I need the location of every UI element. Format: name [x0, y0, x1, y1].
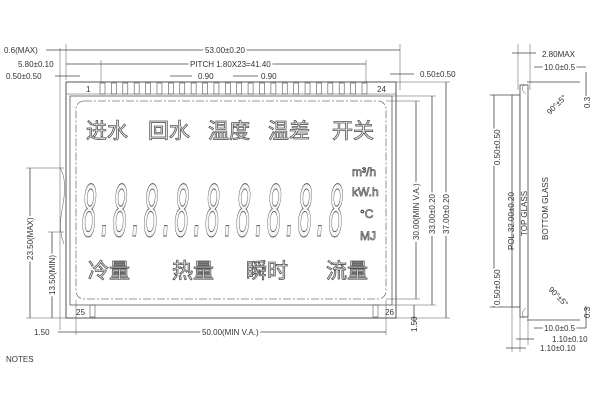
side-top-angle: 90°±5° [545, 93, 568, 116]
dim-1350-min: 13.50(MIN) [48, 255, 57, 295]
connector-pin [156, 82, 163, 95]
dim-53: 53.00±0.20 [205, 46, 246, 55]
connector-pin [350, 82, 356, 95]
pin-25-label: 25 [76, 308, 85, 317]
side-top-03: 0.3 [583, 96, 592, 108]
dim-06-max: 0.6(MAX) [4, 46, 38, 55]
side-top-050: 0.50±0.50 [493, 129, 502, 165]
seg-flow: 流量 [326, 260, 368, 283]
connector-pin [259, 82, 265, 95]
connector-pin [111, 82, 117, 95]
bottom-dimensions: 1.50 50.00(MIN V.A.) 1.50 [34, 300, 419, 339]
notes-label: NOTES [6, 355, 34, 364]
dim-50-va: 50.00(MIN V.A.) [202, 328, 259, 337]
side-top-glass: TOP GLASS [520, 191, 529, 236]
connector-pin [293, 82, 299, 95]
connector-pin [202, 82, 208, 95]
pin-24-label: 24 [377, 85, 386, 94]
top-dimensions: 0.6(MAX) 53.00±0.20 5.80±0.10 PITCH 1.80… [4, 44, 456, 330]
connector-pin [236, 82, 242, 95]
connector-pin [316, 82, 322, 95]
connector-pin [145, 82, 151, 95]
unit-kwh: kW.h [352, 185, 379, 199]
dim-30-va: 30.00(MIN V.A.) [412, 183, 421, 240]
side-glass-110-a: 1.10±0.10 [552, 335, 588, 344]
connector-pin [179, 82, 186, 95]
connector-pin [213, 82, 220, 95]
dim-33: 33.00±0.20 [428, 193, 437, 234]
connector-pin [122, 82, 129, 95]
segment-area: 进水 回水 温度 温差 开关 8.8.8.8.8.8.8.8.8 m³/h kW… [82, 120, 380, 284]
side-bottom-03: 0.3 [583, 306, 592, 318]
seg-temperature: 温度 [208, 120, 250, 143]
connector-pin [247, 82, 254, 95]
dim-580: 5.80±0.10 [18, 60, 54, 69]
side-glass-110-b: 1.10±0.10 [540, 344, 576, 353]
connector-pin [270, 82, 277, 95]
dim-090-b: 0.90 [261, 72, 277, 81]
seg-instant: 瞬时 [246, 260, 288, 283]
connector-pin [168, 82, 174, 95]
side-bottom-050: 0.50±0.50 [493, 269, 502, 305]
pin-row [99, 82, 368, 95]
seg-heat: 热量 [172, 260, 214, 283]
side-thickness: 2.80MAX [542, 50, 576, 59]
lcd-body: 1 24 25 26 [59, 81, 397, 319]
connector-pin [361, 82, 368, 95]
seg-return-water: 回水 [148, 120, 190, 143]
dim-2350-max: 23.50(MAX) [26, 217, 35, 260]
pin-1-label: 1 [86, 85, 91, 94]
side-bottom-angle: 90°±5° [547, 285, 570, 308]
connector-pin [304, 82, 311, 95]
unit-celsius: °C [360, 207, 374, 221]
dim-37: 37.00±0.20 [442, 193, 451, 234]
dim-pitch: PITCH 1.80X23=41.40 [190, 60, 271, 69]
seg-inlet-water: 进水 [86, 120, 128, 143]
pin-26-label: 26 [385, 308, 394, 317]
connector-pin [281, 82, 288, 95]
seg-cooling: 冷量 [88, 260, 130, 283]
unit-mj: MJ [360, 229, 376, 243]
side-bottom-pin: 10.0±0.5 [544, 324, 576, 333]
dim-150-bottom: 1.50 [410, 316, 419, 332]
connector-pin [338, 82, 345, 95]
dim-150-left: 1.50 [34, 328, 50, 337]
dim-090-a: 0.90 [198, 72, 214, 81]
connector-pin [190, 82, 197, 95]
dim-050-left: 0.50±0.50 [6, 72, 42, 81]
side-view: 2.80MAX 10.0±0.5 0.3 90°±5° 0.50±0.50 0.… [490, 44, 592, 353]
side-bottom-glass: BOTTOM GLASS [541, 177, 550, 240]
connector-pin [225, 82, 231, 95]
side-pol: POL 32.00±0.20 [507, 192, 516, 250]
dim-050-right: 0.50±0.50 [420, 70, 456, 79]
seven-segment-digits: 8.8.8.8.8.8.8.8.8 [82, 171, 344, 253]
connector-pin [327, 82, 334, 95]
connector-pin [99, 82, 106, 95]
right-dimensions: 30.00(MIN V.A.) 33.00±0.20 37.00±0.20 [386, 81, 453, 319]
connector-pin [133, 82, 140, 95]
seg-switch: 开关 [332, 120, 374, 143]
left-dimensions: 23.50(MAX) 13.50(MIN) [24, 167, 66, 319]
seg-temp-diff: 温差 [268, 120, 310, 143]
side-top-pin: 10.0±0.5 [544, 63, 576, 72]
unit-m3h: m³/h [352, 165, 376, 179]
